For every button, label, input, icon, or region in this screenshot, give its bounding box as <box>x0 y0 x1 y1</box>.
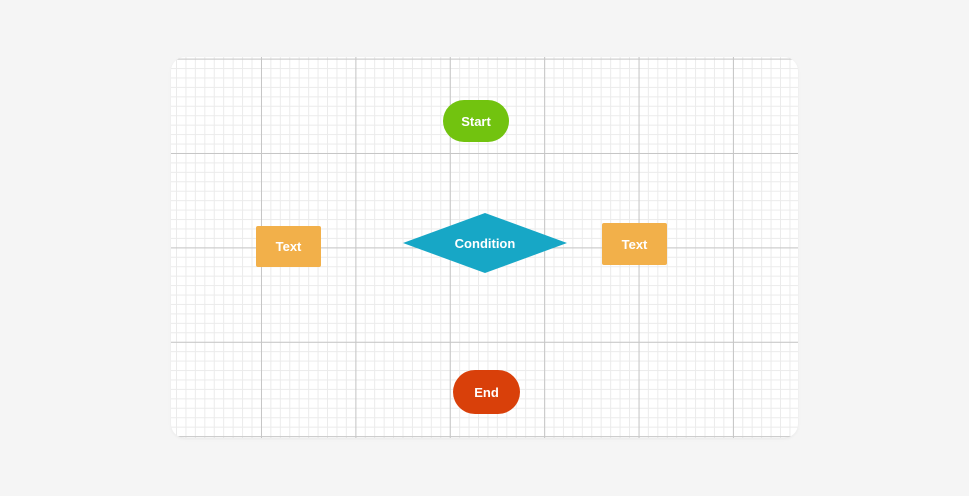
diagram-canvas[interactable]: Start Text Condition Text End <box>171 57 798 438</box>
text-node-left-label: Text <box>275 239 302 254</box>
text-node-right-label: Text <box>621 236 648 252</box>
text-node-right[interactable]: Text <box>602 223 667 265</box>
start-node-label: Start <box>461 113 491 129</box>
end-node-label: End <box>474 384 499 400</box>
end-node[interactable]: End <box>453 370 520 414</box>
condition-node-label: Condition <box>454 235 516 251</box>
start-node[interactable]: Start <box>443 100 509 142</box>
condition-node[interactable]: Condition <box>403 213 567 273</box>
text-node-left[interactable]: Text <box>256 226 321 267</box>
